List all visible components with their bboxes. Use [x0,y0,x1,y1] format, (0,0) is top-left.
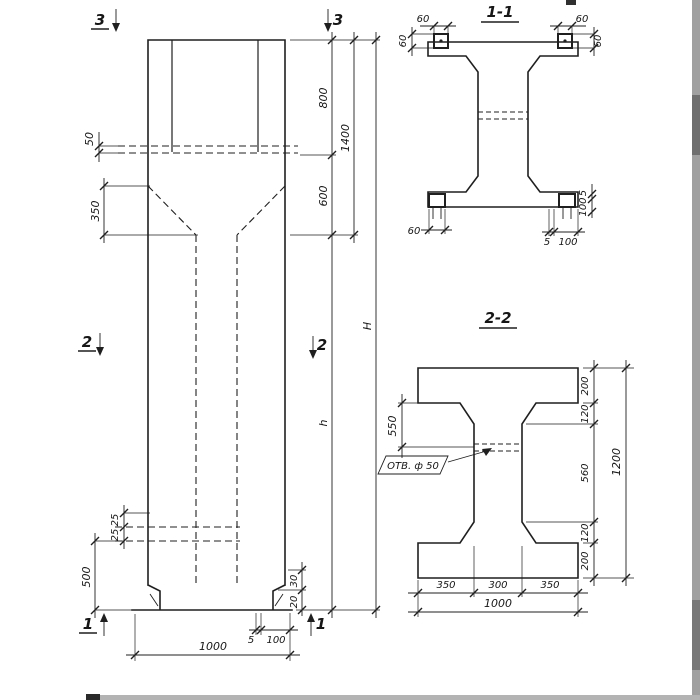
section-arrow-1-left [100,613,108,622]
dim-350: 350 [89,201,102,222]
dim-100-bottom-right: 100 [558,237,577,248]
section-2-2-extension-lines [398,367,634,617]
section-1-1-extension-lines [412,26,594,236]
plate-anchor-dot-right [563,39,567,43]
embed-plate-bottom-right [558,193,576,208]
dim-550: 550 [386,416,399,437]
dim-h: h [317,419,330,426]
column-outline [131,39,293,611]
section-1-1-view: 1-1 60 60 60 60 60 5 100 5 100 [398,3,604,248]
scan-edge-right-dark-1 [692,95,700,155]
dim-100-right-vert: 100 [578,197,589,216]
elevation-dim-ticks [90,35,381,660]
dim-120-bottom: 120 [580,523,591,542]
dim-200-bottom: 200 [580,551,591,570]
dim-H: H [361,322,374,330]
section-arrow-1-right [307,613,315,622]
section-1-1-dimension-lines [411,25,595,233]
dim-5-bottom-right: 5 [544,237,550,248]
dim-30: 30 [289,575,300,588]
section-arrow-2-right [309,350,317,359]
dim-100-bottom: 100 [266,635,285,646]
hole-callout-leader [447,449,491,463]
section-markers: 3 3 2 2 1 1 [78,9,343,636]
embed-plate-bottom-left [428,193,446,208]
section-arrow-3-right [324,23,332,32]
hidden-lines [115,145,298,585]
dim-60-bottom-left: 60 [408,226,421,237]
section-2-2-view: 2-2 ОТВ. ф 50 550 200 120 560 120 200 12… [377,309,634,617]
dim-25-lower: 25 [110,529,121,542]
dim-50: 50 [83,132,96,146]
dim-1000-elev: 1000 [199,640,227,653]
dim-560: 560 [580,463,591,482]
section-2-2-hole-hidden [474,443,522,452]
section-1-1-hole-hidden [478,111,528,120]
marker-1-right: 1 [316,615,326,633]
hole-callout-arrowhead [482,448,492,456]
elevation-extension-lines [95,39,380,661]
scan-edge-right-dark-2 [692,600,700,670]
elevation-view: 3 3 2 2 1 1 50 350 [78,9,381,661]
dim-1200: 1200 [610,448,623,476]
dim-60-left-vert: 60 [398,35,409,48]
scan-artifacts [86,0,700,700]
plate-anchor-dot-left [439,39,443,43]
section-2-2-dimension-lines [401,360,627,613]
dim-600: 600 [317,186,330,207]
embed-plate-top-left [433,33,449,49]
marker-3-right: 3 [333,11,343,29]
dim-25-upper: 25 [110,514,121,527]
dim-800: 800 [317,88,330,109]
foot-detail-lines [149,593,284,607]
section-arrow-3-left [112,23,120,32]
section-2-2-title: 2-2 [484,309,511,327]
scan-edge-right [692,0,700,700]
dim-1400: 1400 [339,124,352,152]
dim-5-bottom: 5 [248,635,254,646]
plate-anchors [432,207,572,219]
dim-120-top: 120 [580,404,591,423]
section-2-2-outline [417,367,579,579]
section-1-1-outline [427,41,579,208]
dim-5-right-vert: 5 [578,190,589,196]
scan-blob-bottom-left [86,694,100,700]
dim-350-right: 350 [540,580,559,591]
dim-500: 500 [80,567,93,588]
marker-1-left: 1 [83,615,93,633]
hole-callout-label: ОТВ. ф 50 [387,461,439,472]
dim-300: 300 [488,580,507,591]
section-2-2-dim-ticks [397,363,631,617]
elevation-dimension-lines [94,32,377,656]
section-1-1-title: 1-1 [486,3,513,21]
hole-callout-box [377,455,449,475]
section-1-1-dim-ticks [407,21,599,237]
dim-1000-section: 1000 [484,597,512,610]
dim-200-top: 200 [580,376,591,395]
dim-350-left: 350 [436,580,455,591]
dim-20: 20 [289,596,300,609]
marker-2-right: 2 [317,336,327,354]
marker-3-left: 3 [95,11,105,29]
column-top-recess [171,40,259,152]
dim-60-top-left: 60 [417,14,430,25]
section-arrow-2-left [96,347,104,356]
scan-mark-top [566,0,576,5]
marker-2-left: 2 [82,333,92,351]
dim-60-right-vert: 60 [593,35,604,48]
scan-edge-bottom [100,695,700,700]
embed-plate-top-right [557,33,573,49]
dim-60-top-right: 60 [576,14,589,25]
